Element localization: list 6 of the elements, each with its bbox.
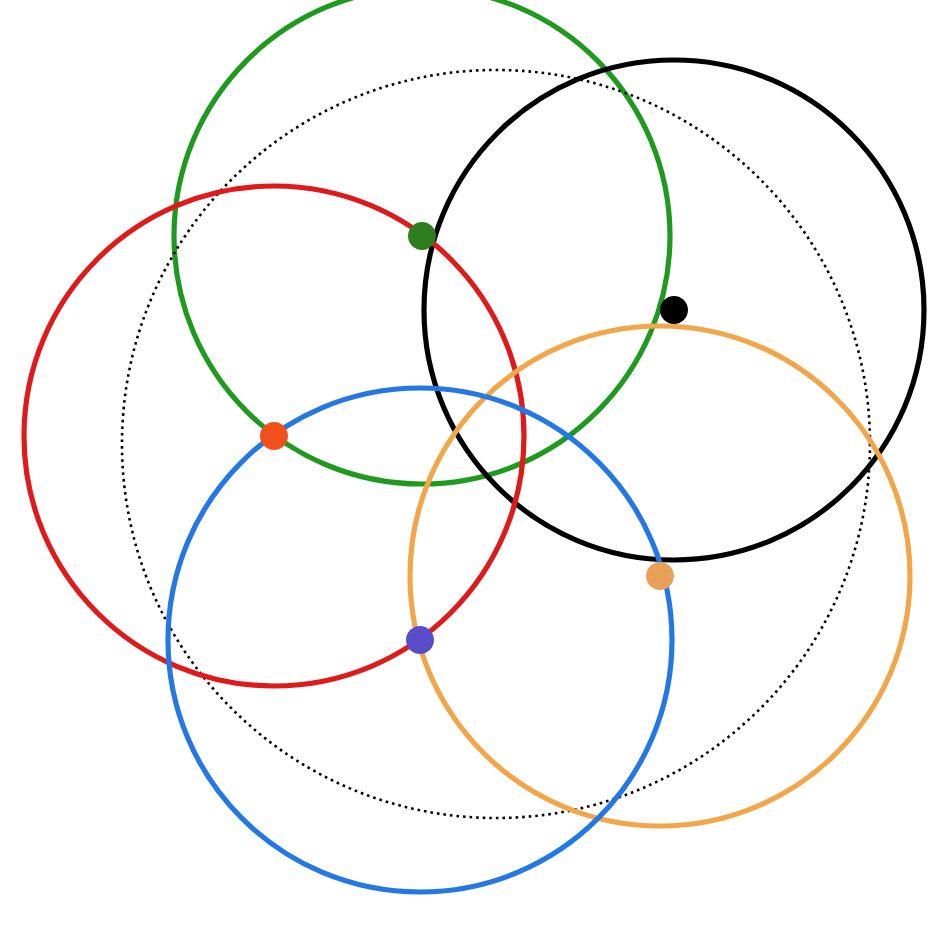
circle-outline xyxy=(21,183,527,689)
circle-outline xyxy=(421,57,927,563)
circle-outline xyxy=(171,0,673,487)
circle-outline xyxy=(120,68,872,820)
circle-outline xyxy=(407,323,913,829)
circle-outline xyxy=(165,385,675,895)
